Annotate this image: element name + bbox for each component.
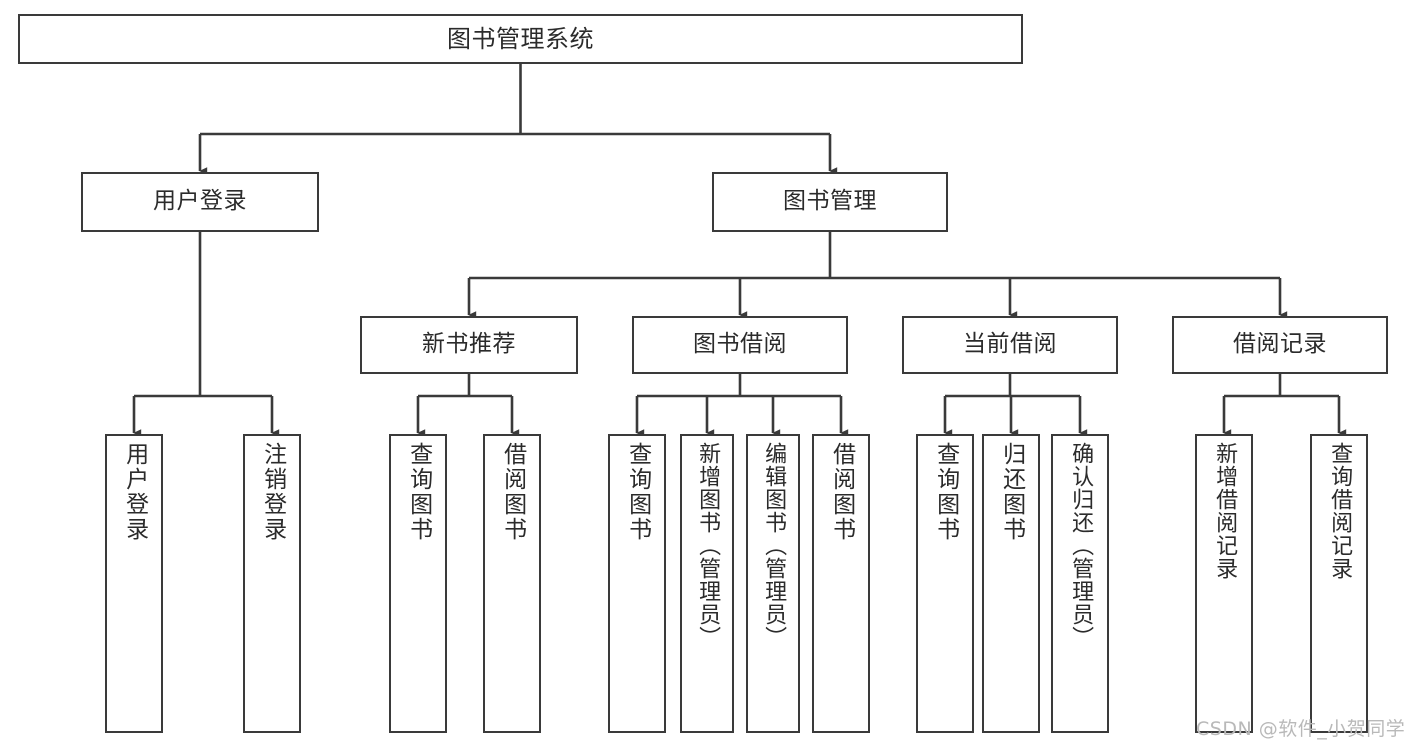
node-label: 图书管理系统: [447, 24, 594, 53]
node-leaf-borrow-book-2[interactable]: 借阅图书: [812, 434, 870, 733]
node-label: 图书借阅: [693, 331, 787, 358]
node-leaf-add-borrow-record[interactable]: 新增借阅记录: [1195, 434, 1253, 733]
node-label: 用户登录: [121, 442, 148, 542]
node-leaf-add-book[interactable]: 新增图书（管理员）: [680, 434, 734, 733]
node-label: 归还图书: [998, 442, 1025, 542]
node-label: 新增借阅记录: [1212, 442, 1238, 580]
node-user-login[interactable]: 用户登录: [81, 172, 319, 232]
node-new-book-recommend[interactable]: 新书推荐: [360, 316, 578, 374]
node-label: 查询图书: [624, 442, 651, 542]
node-leaf-query-book-3[interactable]: 查询图书: [916, 434, 974, 733]
node-label: 用户登录: [153, 188, 247, 215]
node-label: 借阅图书: [828, 442, 855, 542]
node-label: 注销登录: [259, 442, 286, 542]
node-label: 新书推荐: [422, 331, 516, 358]
node-label: 当前借阅: [963, 331, 1057, 358]
node-label: 查询借阅记录: [1327, 442, 1353, 580]
node-label: 查询图书: [405, 442, 432, 542]
node-label: 图书管理: [783, 188, 877, 215]
node-label: 借阅图书: [499, 442, 526, 542]
node-leaf-borrow-book-1[interactable]: 借阅图书: [483, 434, 541, 733]
csdn-watermark: CSDN @软件_小贺同学: [1196, 718, 1405, 740]
node-borrow-record[interactable]: 借阅记录: [1172, 316, 1388, 374]
node-leaf-user-login[interactable]: 用户登录: [105, 434, 163, 733]
node-leaf-query-book-1[interactable]: 查询图书: [389, 434, 447, 733]
node-label: 编辑图书（管理员）: [761, 442, 787, 649]
node-leaf-logout[interactable]: 注销登录: [243, 434, 301, 733]
node-current-borrow[interactable]: 当前借阅: [902, 316, 1118, 374]
node-root-system[interactable]: 图书管理系统: [18, 14, 1023, 64]
node-label: 新增图书（管理员）: [695, 442, 721, 649]
node-label: 查询图书: [932, 442, 959, 542]
node-leaf-confirm-return[interactable]: 确认归还（管理员）: [1051, 434, 1109, 733]
node-leaf-query-borrow-record[interactable]: 查询借阅记录: [1310, 434, 1368, 733]
node-label: 借阅记录: [1233, 331, 1327, 358]
node-book-borrow[interactable]: 图书借阅: [632, 316, 848, 374]
node-book-management[interactable]: 图书管理: [712, 172, 948, 232]
node-label: 确认归还（管理员）: [1068, 442, 1094, 649]
node-leaf-query-book-2[interactable]: 查询图书: [608, 434, 666, 733]
node-leaf-edit-book[interactable]: 编辑图书（管理员）: [746, 434, 800, 733]
node-leaf-return-book[interactable]: 归还图书: [982, 434, 1040, 733]
